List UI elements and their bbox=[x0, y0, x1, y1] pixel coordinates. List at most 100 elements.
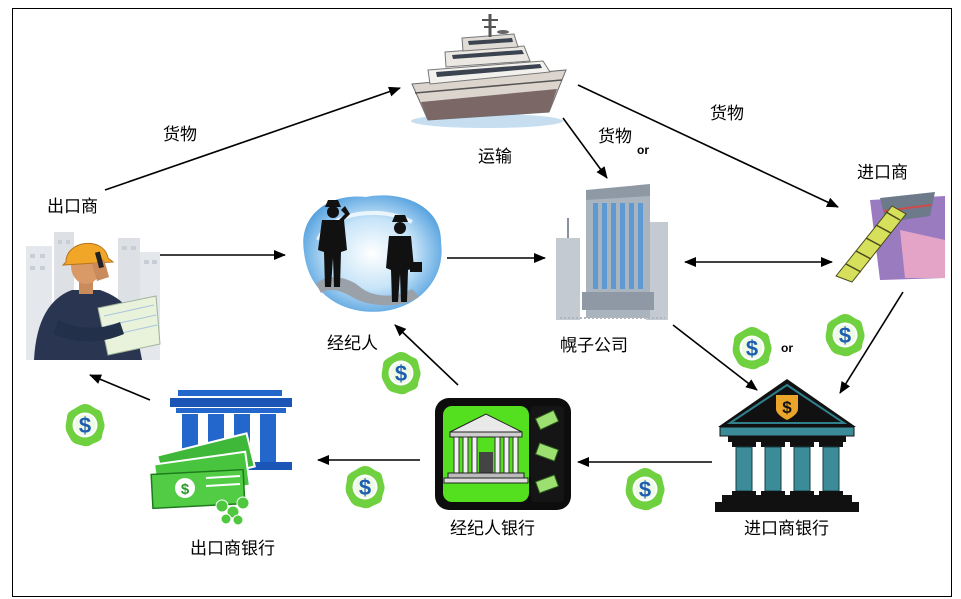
arrow-exporter-to-ship bbox=[104, 86, 401, 191]
node-label-exporter: 出口商 bbox=[47, 197, 98, 217]
city-windows bbox=[30, 240, 157, 270]
coin bbox=[215, 499, 229, 513]
head bbox=[394, 222, 406, 234]
column bbox=[503, 436, 510, 474]
dollar-coin-icon: $ bbox=[730, 324, 774, 372]
hat bbox=[392, 215, 408, 222]
column-capital bbox=[790, 442, 814, 447]
dollar-coin-icon: $ bbox=[379, 349, 423, 397]
column bbox=[471, 436, 478, 474]
ship-icon bbox=[411, 14, 567, 128]
coin-face bbox=[634, 478, 656, 500]
arrows bbox=[89, 84, 904, 467]
arrow-ship-to-importer bbox=[577, 84, 839, 208]
ship-bridge-windows bbox=[468, 38, 513, 45]
broker-bank-icon bbox=[435, 398, 571, 510]
column bbox=[512, 436, 519, 474]
tower-roof bbox=[586, 184, 650, 200]
window-column bbox=[620, 203, 625, 289]
bank-entablature bbox=[449, 431, 523, 438]
briefcase-icon bbox=[410, 262, 422, 272]
banknote bbox=[534, 409, 560, 431]
bank-base bbox=[722, 495, 852, 502]
column-base bbox=[819, 491, 843, 495]
edge-label-goods: 货物 bbox=[163, 125, 197, 145]
coin-face bbox=[834, 324, 856, 346]
ship-hull-stripe bbox=[414, 79, 563, 94]
importer-backdrop-pink bbox=[900, 230, 945, 278]
node-label-broker: 经纪人 bbox=[327, 334, 378, 354]
arrow-ship-to-shell-company bbox=[562, 117, 608, 179]
banknote-stripe bbox=[205, 483, 241, 487]
banknote bbox=[534, 442, 560, 462]
payment-label-or: or bbox=[781, 341, 793, 355]
tower-windows bbox=[593, 203, 643, 289]
dollar-sign: $ bbox=[639, 477, 651, 502]
bank-roof-top bbox=[178, 390, 282, 396]
dollar-sign: $ bbox=[79, 413, 91, 438]
bank-frieze bbox=[176, 408, 286, 413]
edge-label-goods: 货物 bbox=[598, 127, 632, 147]
staircase bbox=[835, 205, 907, 283]
worker-arm bbox=[54, 320, 124, 342]
ship-radar bbox=[497, 30, 509, 34]
coin-face bbox=[354, 476, 376, 498]
office-building-icon bbox=[556, 184, 668, 320]
dollar-coin-icon: $ bbox=[623, 465, 667, 513]
node-label-importer-bank: 进口商银行 bbox=[744, 519, 829, 539]
window-column bbox=[629, 203, 634, 289]
bank-door bbox=[479, 452, 493, 473]
bank-roof bbox=[170, 398, 292, 407]
window bbox=[30, 266, 35, 270]
exporter-bank-icon: $ bbox=[150, 390, 292, 526]
node-label-shell-company: 幌子公司 bbox=[560, 336, 628, 356]
column-capital bbox=[732, 442, 756, 447]
banknote-seal bbox=[175, 478, 195, 498]
coin-face bbox=[74, 414, 96, 436]
window bbox=[131, 246, 136, 250]
staircase-steps bbox=[845, 211, 901, 273]
node-label-exporter-bank: 出口商银行 bbox=[190, 539, 275, 559]
window bbox=[144, 260, 149, 264]
column bbox=[462, 436, 469, 474]
arrow-importer-to-importer-bank bbox=[839, 291, 904, 394]
column bbox=[260, 414, 276, 462]
dollar-coin-icon: $ bbox=[343, 463, 387, 511]
side-building bbox=[556, 238, 580, 320]
node-label-broker-bank: 经纪人银行 bbox=[450, 519, 535, 539]
dollar-sign: $ bbox=[746, 336, 758, 361]
arrow-broker-bank-to-broker bbox=[394, 324, 459, 386]
window bbox=[40, 266, 45, 270]
dollar-sign: $ bbox=[359, 475, 371, 500]
node-label-shipping: 运输 bbox=[478, 147, 512, 167]
column-base bbox=[790, 491, 814, 495]
dollar-coin-icon: $ bbox=[823, 311, 867, 359]
businessman-silhouette bbox=[386, 215, 422, 302]
banknote bbox=[150, 468, 246, 510]
dollar-coin-icon: $ bbox=[63, 401, 107, 449]
column-capital bbox=[819, 442, 843, 447]
ship-hull-lower bbox=[421, 89, 557, 120]
column-base bbox=[761, 491, 785, 495]
coin-face bbox=[390, 362, 412, 384]
coin bbox=[220, 513, 232, 525]
window-column bbox=[593, 203, 598, 289]
banknote bbox=[534, 474, 560, 494]
bank-steps bbox=[715, 502, 859, 512]
banknote-icons bbox=[534, 409, 560, 494]
dollar-sign: $ bbox=[839, 323, 851, 348]
bank-shield bbox=[776, 395, 798, 420]
window bbox=[152, 260, 157, 264]
bank-frieze bbox=[728, 436, 846, 442]
dollar-sign: $ bbox=[782, 398, 792, 417]
diagram-frame bbox=[12, 8, 952, 597]
column bbox=[822, 446, 840, 492]
edge-label-goods: 货物 bbox=[710, 104, 744, 124]
exporter-icon bbox=[26, 232, 161, 360]
ship-upper-window-band bbox=[452, 50, 524, 59]
dollar-sign: $ bbox=[395, 361, 407, 386]
column bbox=[793, 446, 811, 492]
body bbox=[318, 220, 347, 287]
bank-columns bbox=[732, 442, 843, 495]
